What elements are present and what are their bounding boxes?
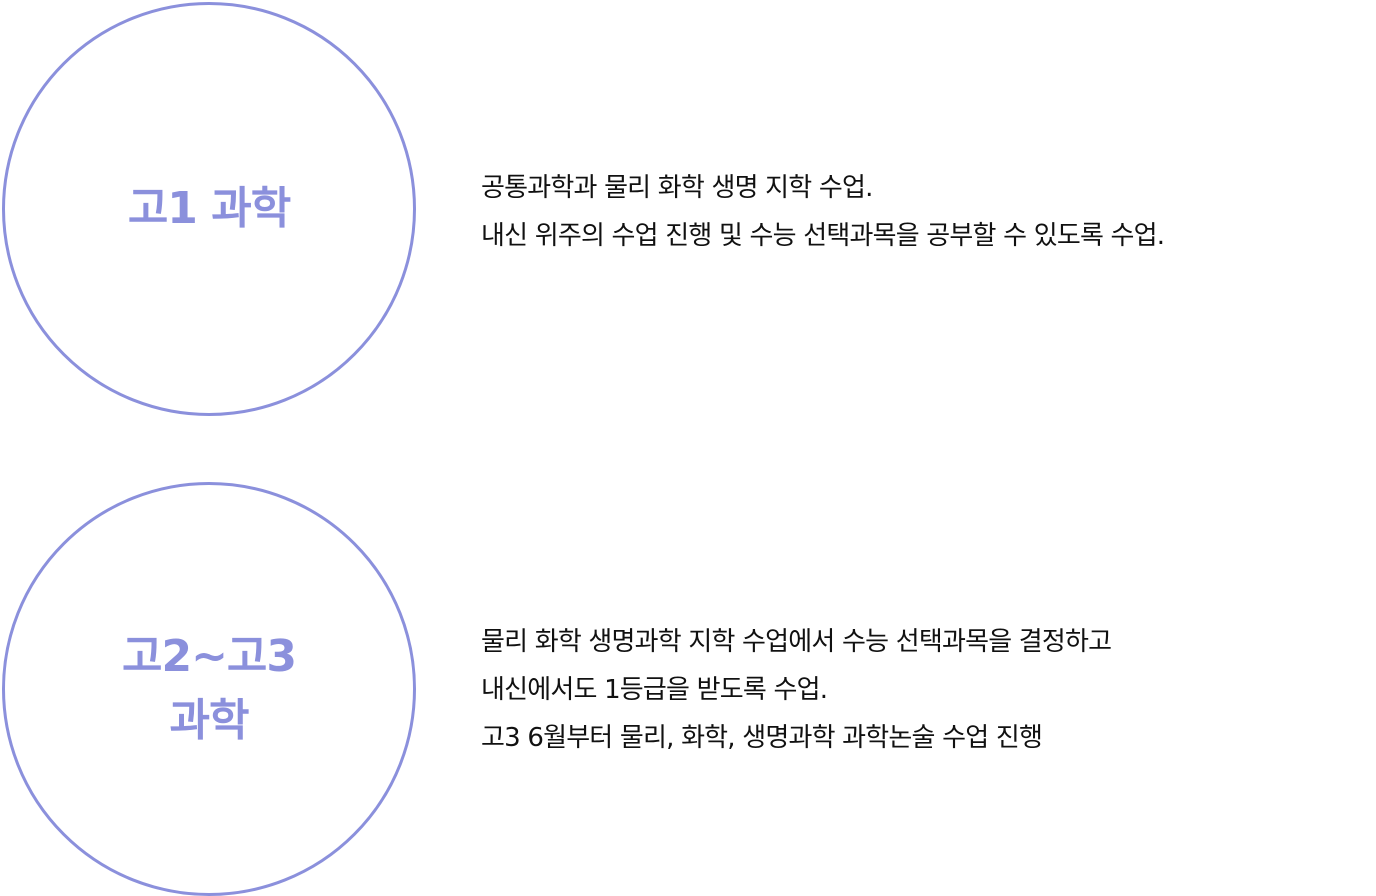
course-description-line: 공통과학과 물리 화학 생명 지학 수업. — [481, 173, 873, 203]
course-description-line: 내신에서도 1등급을 받도록 수업. — [481, 675, 828, 705]
course-description: 물리 화학 생명과학 지학 수업에서 수능 선택과목을 결정하고 내신에서도 1… — [481, 618, 1112, 762]
course-description-line: 내신 위주의 수업 진행 및 수능 선택과목을 공부할 수 있도록 수업. — [481, 221, 1165, 251]
course-title-line: 고1 과학 — [127, 183, 291, 234]
course-title-line: 고2~고3 — [121, 631, 297, 682]
course-description-line: 고3 6월부터 물리, 화학, 생명과학 과학논술 수업 진행 — [481, 723, 1043, 753]
course-description: 공통과학과 물리 화학 생명 지학 수업. 내신 위주의 수업 진행 및 수능 … — [481, 164, 1165, 260]
course-title-line: 과학 — [169, 695, 250, 746]
course-title: 고2~고3 과학 — [121, 625, 297, 753]
course-title: 고1 과학 — [127, 177, 291, 241]
course-title-circle: 고2~고3 과학 — [2, 482, 416, 896]
course-description-line: 물리 화학 생명과학 지학 수업에서 수능 선택과목을 결정하고 — [481, 627, 1112, 657]
course-title-circle: 고1 과학 — [2, 2, 416, 416]
